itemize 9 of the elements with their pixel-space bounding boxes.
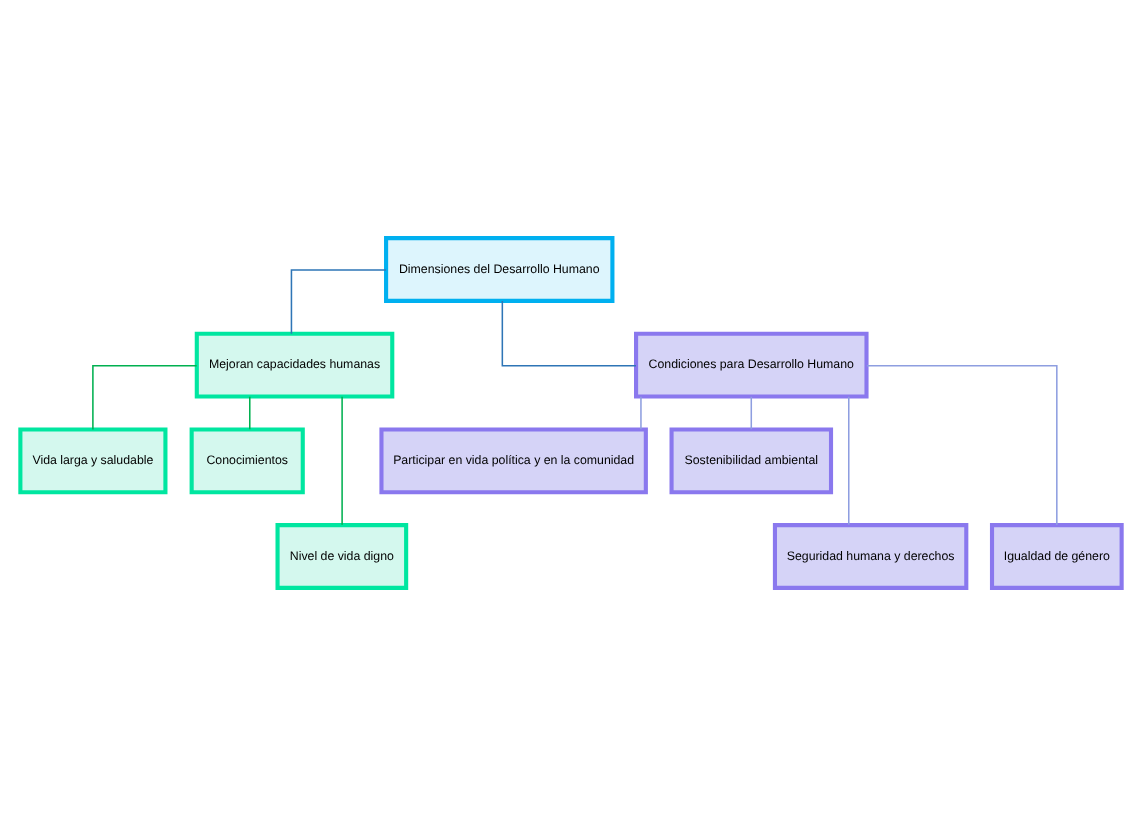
connector bbox=[501, 300, 637, 367]
connector bbox=[92, 364, 198, 431]
connector bbox=[848, 396, 850, 526]
connector bbox=[249, 396, 251, 431]
connector bbox=[290, 269, 387, 335]
connector bbox=[640, 396, 642, 431]
connector bbox=[866, 364, 1058, 526]
connector bbox=[341, 396, 343, 526]
connector bbox=[750, 396, 753, 431]
